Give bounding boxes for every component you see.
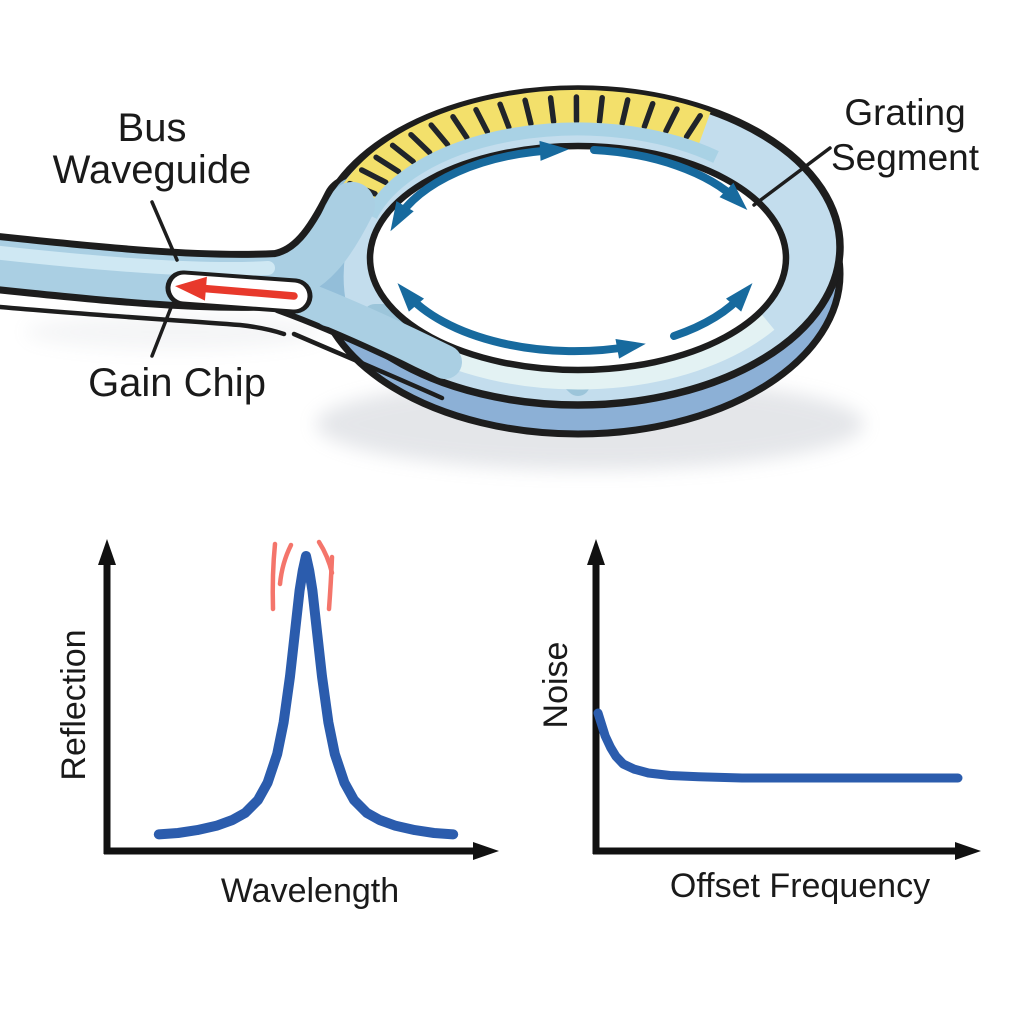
chart-noise: Noise Offset Frequency bbox=[537, 539, 981, 905]
leader-lines bbox=[150, 146, 832, 358]
grating-segment-label-line2: Segment bbox=[831, 137, 980, 178]
diagram-labels: Bus Waveguide Gain Chip Grating Segment bbox=[53, 92, 980, 405]
bus-highlight bbox=[0, 245, 275, 277]
reflection-ylabel: Reflection bbox=[55, 629, 93, 780]
leader-grating-segment bbox=[752, 146, 832, 207]
circulation-arc-top bbox=[390, 140, 569, 232]
circulation-arrows bbox=[390, 140, 753, 359]
emphasis-mark-left-inner bbox=[277, 542, 294, 587]
ring-inner-hole bbox=[366, 142, 790, 374]
grating-tick bbox=[497, 101, 512, 130]
grating-tick bbox=[619, 97, 631, 127]
emphasis-mark-left-outer bbox=[270, 541, 278, 612]
bus-waveguide-label-line1: Bus bbox=[118, 106, 187, 150]
gain-chip-label: Gain Chip bbox=[88, 361, 266, 405]
emphasis-mark-right-outer bbox=[326, 554, 335, 612]
circulation-arc-right-lower bbox=[670, 283, 753, 340]
noise-xlabel: Offset Frequency bbox=[670, 867, 930, 905]
grating-tick bbox=[663, 106, 680, 134]
chart-reflection: Reflection Wavelength bbox=[55, 539, 499, 910]
circulation-arc-bottom bbox=[397, 283, 646, 359]
grating-tick bbox=[596, 94, 605, 125]
peak-emphasis-marks bbox=[270, 539, 335, 612]
bus-waveguide-label-line2: Waveguide bbox=[53, 148, 252, 192]
leader-gain-chip bbox=[150, 303, 174, 358]
grating-tick bbox=[358, 167, 389, 186]
bus-detail-line-2 bbox=[291, 331, 445, 401]
leader-bus-waveguide bbox=[150, 200, 179, 262]
reflection-curve bbox=[153, 551, 459, 840]
gain-arrow bbox=[175, 276, 298, 301]
reflection-xlabel: Wavelength bbox=[221, 872, 399, 910]
bus-shadow bbox=[25, 314, 325, 350]
noise-ylabel: Noise bbox=[537, 642, 575, 729]
grating-tick bbox=[450, 114, 470, 141]
noise-curve bbox=[593, 708, 963, 783]
circulation-arc-right-upper bbox=[590, 146, 748, 211]
bus-detail-line-1 bbox=[0, 304, 287, 337]
grating-tick bbox=[641, 100, 656, 130]
grating-tick bbox=[522, 97, 534, 127]
grating-tick bbox=[683, 113, 703, 140]
grating-tick bbox=[547, 95, 557, 125]
grating-segment-label-line1: Grating bbox=[844, 92, 965, 133]
grating-tick bbox=[473, 107, 491, 135]
ring-resonator: Bus Waveguide Gain Chip Grating Segment bbox=[0, 85, 980, 470]
